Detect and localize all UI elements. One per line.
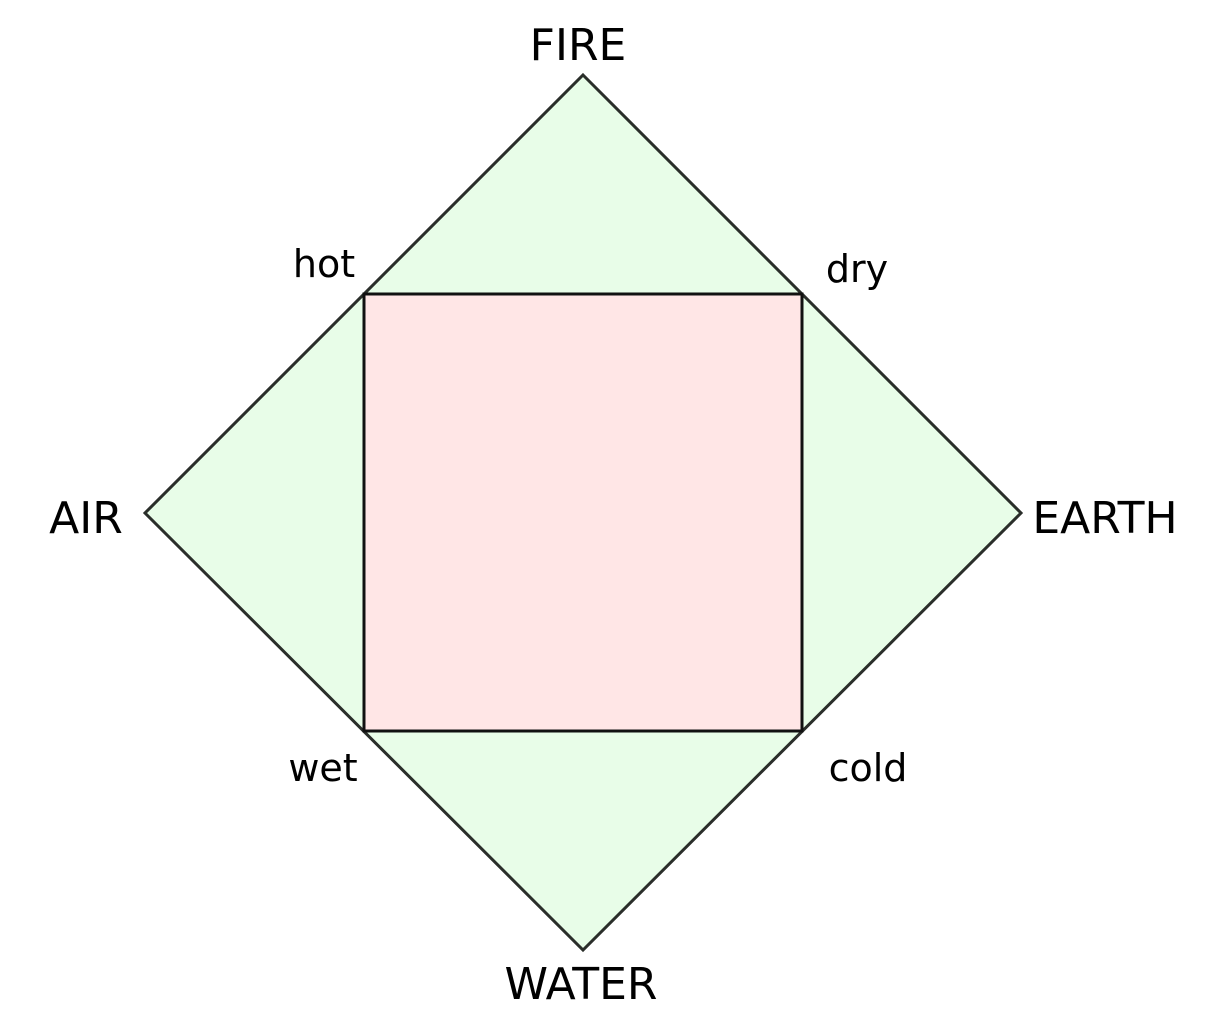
quality-label-dry: dry [826, 247, 888, 291]
quality-label-cold: cold [829, 746, 908, 790]
element-label-water: WATER [504, 959, 657, 1010]
quality-label-wet: wet [288, 746, 357, 790]
quality-label-hot: hot [293, 242, 355, 286]
element-label-air: AIR [49, 493, 123, 544]
element-label-fire: FIRE [530, 20, 627, 71]
qualities-square [362, 292, 804, 733]
element-label-earth: EARTH [1032, 493, 1177, 544]
